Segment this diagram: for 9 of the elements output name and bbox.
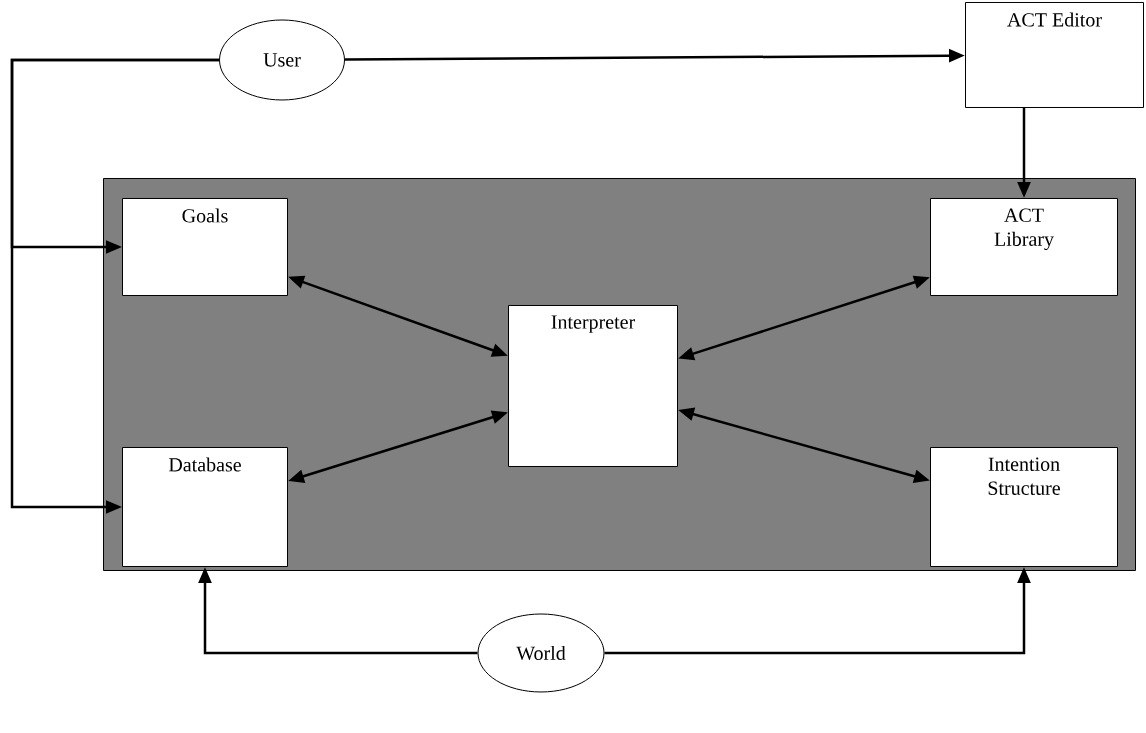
arrow: [10, 58, 219, 514]
process-box: Interpreter: [508, 305, 678, 467]
process-box: ACT Editor: [965, 2, 1144, 108]
process-box: ACT Library: [930, 198, 1118, 296]
process-box: Database: [122, 447, 288, 567]
process-box: Goals: [122, 198, 288, 296]
process-box: Intention Structure: [930, 447, 1118, 567]
ellipse-node: User: [219, 19, 345, 101]
ellipse-node: World: [477, 613, 605, 693]
